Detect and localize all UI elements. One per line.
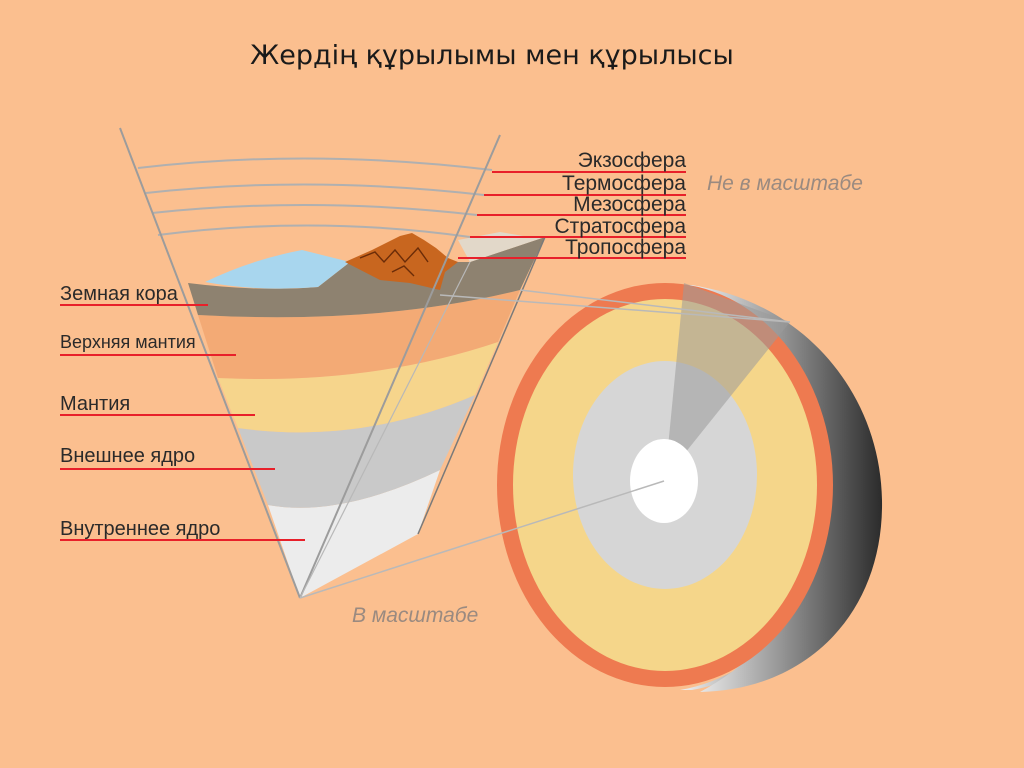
label-stratosphere: Стратосфера (554, 215, 686, 238)
not-to-scale-note: Не в масштабе (707, 172, 863, 195)
label-thermosphere: Термосфера (562, 172, 686, 195)
wedge-edge-left (119, 127, 301, 599)
page-title: Жердің құрылымы мен құрылысы (250, 40, 734, 71)
wedge-ocean (205, 250, 350, 289)
label-mesosphere: Мезосфера (573, 193, 686, 216)
label-exosphere: Экзосфера (578, 149, 687, 172)
earth-sphere (497, 283, 883, 692)
label-troposphere: Тропосфера (565, 236, 686, 259)
connector-top (439, 294, 791, 323)
wedge-inner-core (268, 470, 440, 598)
atm-arc-3 (151, 203, 478, 216)
wedge-inner-edge (299, 261, 471, 599)
connector-mid (519, 289, 791, 323)
wedge-mantle (218, 342, 498, 433)
label-mantle: Мантия (60, 393, 130, 415)
wedge-upper-mantle (198, 290, 520, 379)
atmosphere-labels: Экзосфера Термосфера Мезосфера Стратосфе… (458, 149, 686, 259)
label-crust: Земная кора (60, 283, 179, 305)
label-outer-core: Внешнее ядро (60, 445, 195, 467)
wedge-crust (188, 237, 545, 318)
sphere-cutout-wedge (665, 283, 790, 478)
earth-wedge (119, 127, 546, 599)
sphere-side-body (690, 285, 883, 692)
mountain-snowline (458, 232, 545, 262)
atm-arc-4 (157, 224, 471, 238)
to-scale-note: В масштабе (352, 604, 478, 627)
atm-arc-2 (145, 183, 485, 196)
wedge-edge-right (299, 134, 501, 599)
wedge-edge-front (417, 236, 546, 535)
wedge-mountain (345, 233, 458, 290)
atm-arc-1 (137, 157, 493, 171)
connector-bottom (299, 480, 665, 599)
left-labels: Земная кора Верхняя мантия Мантия Внешне… (60, 283, 305, 541)
label-inner-core: Внутреннее ядро (60, 518, 220, 540)
scale-connectors (299, 289, 791, 599)
wedge-outer-core (238, 395, 475, 508)
mountain-ridge (359, 246, 429, 277)
label-upper-mantle: Верхняя мантия (60, 332, 196, 352)
